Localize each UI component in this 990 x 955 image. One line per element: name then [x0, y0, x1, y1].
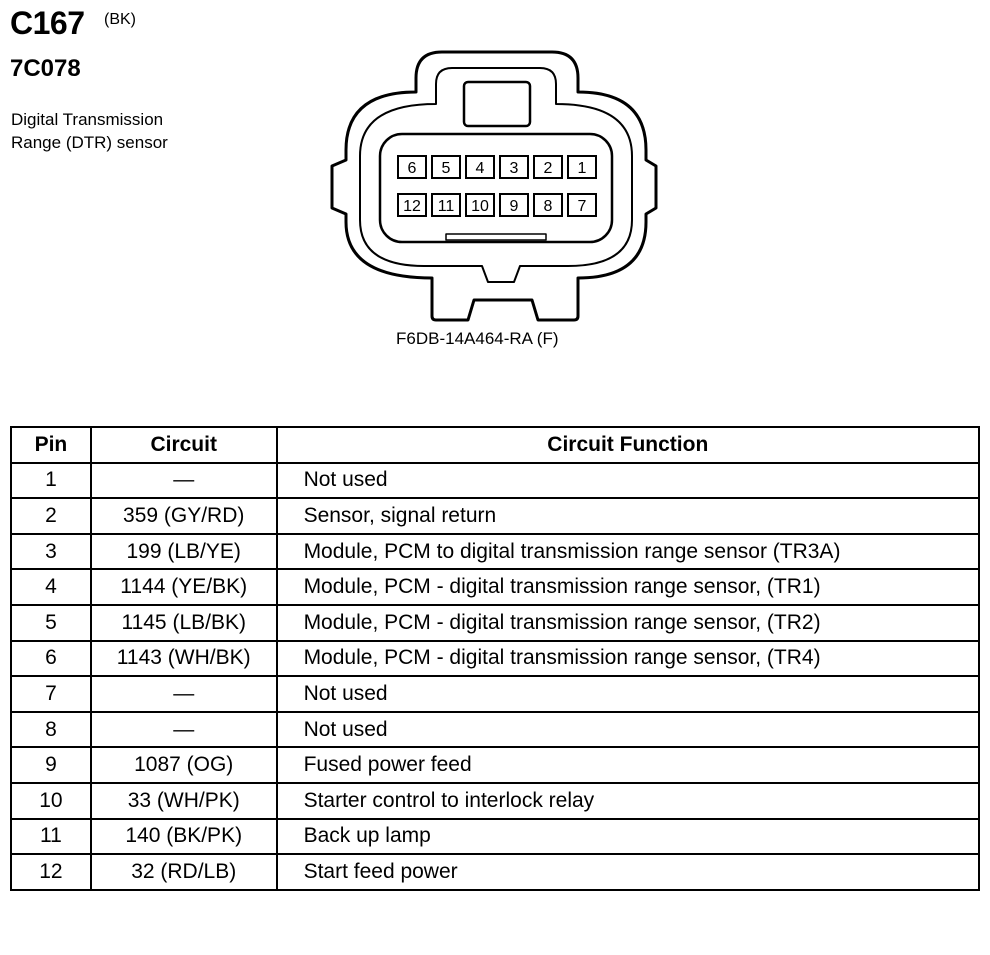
pin-number-label: 7 [578, 198, 587, 215]
pin-box [567, 193, 597, 217]
component-description-line-2: Range (DTR) sensor [11, 133, 168, 152]
component-id: 7C078 [10, 55, 81, 82]
circuit-cell: 32 (RD/LB) [89, 853, 278, 891]
connector-outer-outline [330, 50, 658, 322]
pin-box [397, 155, 427, 179]
pin-cell: 12 [10, 853, 92, 891]
pin-box [431, 193, 461, 217]
table-header-row: Pin Circuit Circuit Function [10, 426, 981, 464]
connector-inner-outline [359, 67, 633, 283]
pin-cell: 4 [10, 568, 92, 606]
connector-part-number: F6DB-14A464-RA (F) [396, 329, 559, 348]
pin-cell: 3 [10, 532, 92, 571]
component-description-line-1: Digital Transmission [11, 110, 164, 129]
function-cell: Start feed power [275, 853, 981, 891]
circuit-cell: 1145 (LB/BK) [89, 603, 278, 642]
circuit-cell: — [89, 675, 278, 713]
connector-color: (BK) [104, 11, 136, 28]
pin-number-label: 3 [510, 160, 519, 177]
pin-number-label: 10 [471, 198, 489, 215]
pin-layer: 6 5 4 3 2 1 12 11 10 9 8 7 [397, 155, 597, 217]
pin-box [533, 155, 563, 179]
circuit-cell: 1144 (YE/BK) [89, 568, 278, 606]
pin-cell: 1 [10, 461, 92, 500]
function-cell: Not used [275, 675, 981, 713]
component-description: Digital Transmission Range (DTR) sensor [11, 108, 241, 154]
circuit-cell: — [89, 461, 278, 500]
pin-number-label: 2 [544, 160, 553, 177]
pin-number-label: 4 [476, 160, 485, 177]
circuit-cell: 199 (LB/YE) [89, 532, 278, 571]
pin-box [397, 193, 427, 217]
table-row: 7—Not used [10, 675, 981, 713]
pin-number-label: 6 [408, 160, 417, 177]
function-cell: Back up lamp [275, 817, 981, 856]
pinout-table: Pin Circuit Circuit Function 1—Not used … [10, 426, 981, 891]
pin-cavity-area [378, 132, 614, 244]
pin-number-label: 5 [442, 160, 451, 177]
pin-box [499, 193, 529, 217]
pin-cell: 5 [10, 603, 92, 642]
header-circuit-function: Circuit Function [275, 426, 981, 464]
function-cell: Module, PCM - digital transmission range… [275, 639, 981, 678]
circuit-cell: 1143 (WH/BK) [89, 639, 278, 678]
function-cell: Module, PCM to digital transmission rang… [275, 532, 981, 571]
circuit-cell: 1087 (OG) [89, 746, 278, 784]
pin-box [533, 193, 563, 217]
pin-number-label: 9 [510, 198, 519, 215]
pin-box [465, 155, 495, 179]
circuit-cell: 33 (WH/PK) [89, 781, 278, 820]
function-cell: Fused power feed [275, 746, 981, 784]
header-pin: Pin [10, 426, 92, 464]
function-cell: Module, PCM - digital transmission range… [275, 568, 981, 606]
pin-number-label: 11 [438, 198, 455, 215]
table-row: 8—Not used [10, 710, 981, 749]
function-cell: Starter control to interlock relay [275, 781, 981, 820]
pin-number-label: 1 [578, 160, 587, 177]
pin-box [465, 193, 495, 217]
locking-tab [462, 80, 532, 128]
circuit-cell: 359 (GY/RD) [89, 497, 278, 535]
pin-cell: 6 [10, 639, 92, 678]
function-cell: Sensor, signal return [275, 497, 981, 535]
function-cell: Not used [275, 710, 981, 749]
function-cell: Module, PCM - digital transmission range… [275, 603, 981, 642]
header-circuit: Circuit [89, 426, 278, 464]
pin-cell: 11 [10, 817, 92, 856]
circuit-cell: 140 (BK/PK) [89, 817, 278, 856]
polarization-key [445, 233, 547, 241]
pin-cell: 8 [10, 710, 92, 749]
pin-number-label: 8 [544, 198, 553, 215]
pin-box [499, 155, 529, 179]
pin-cell: 2 [10, 497, 92, 535]
pin-cell: 7 [10, 675, 92, 713]
pin-cell: 9 [10, 746, 92, 784]
table-row: 1—Not used [10, 461, 981, 500]
function-cell: Not used [275, 461, 981, 500]
pin-box [567, 155, 597, 179]
circuit-cell: — [89, 710, 278, 749]
pin-box [431, 155, 461, 179]
pin-cell: 10 [10, 781, 92, 820]
connector-id: C167 [10, 5, 85, 41]
connector-face-diagram: 6 5 4 3 2 1 12 11 10 9 8 7 [330, 50, 658, 322]
pin-number-label: 12 [403, 198, 421, 215]
